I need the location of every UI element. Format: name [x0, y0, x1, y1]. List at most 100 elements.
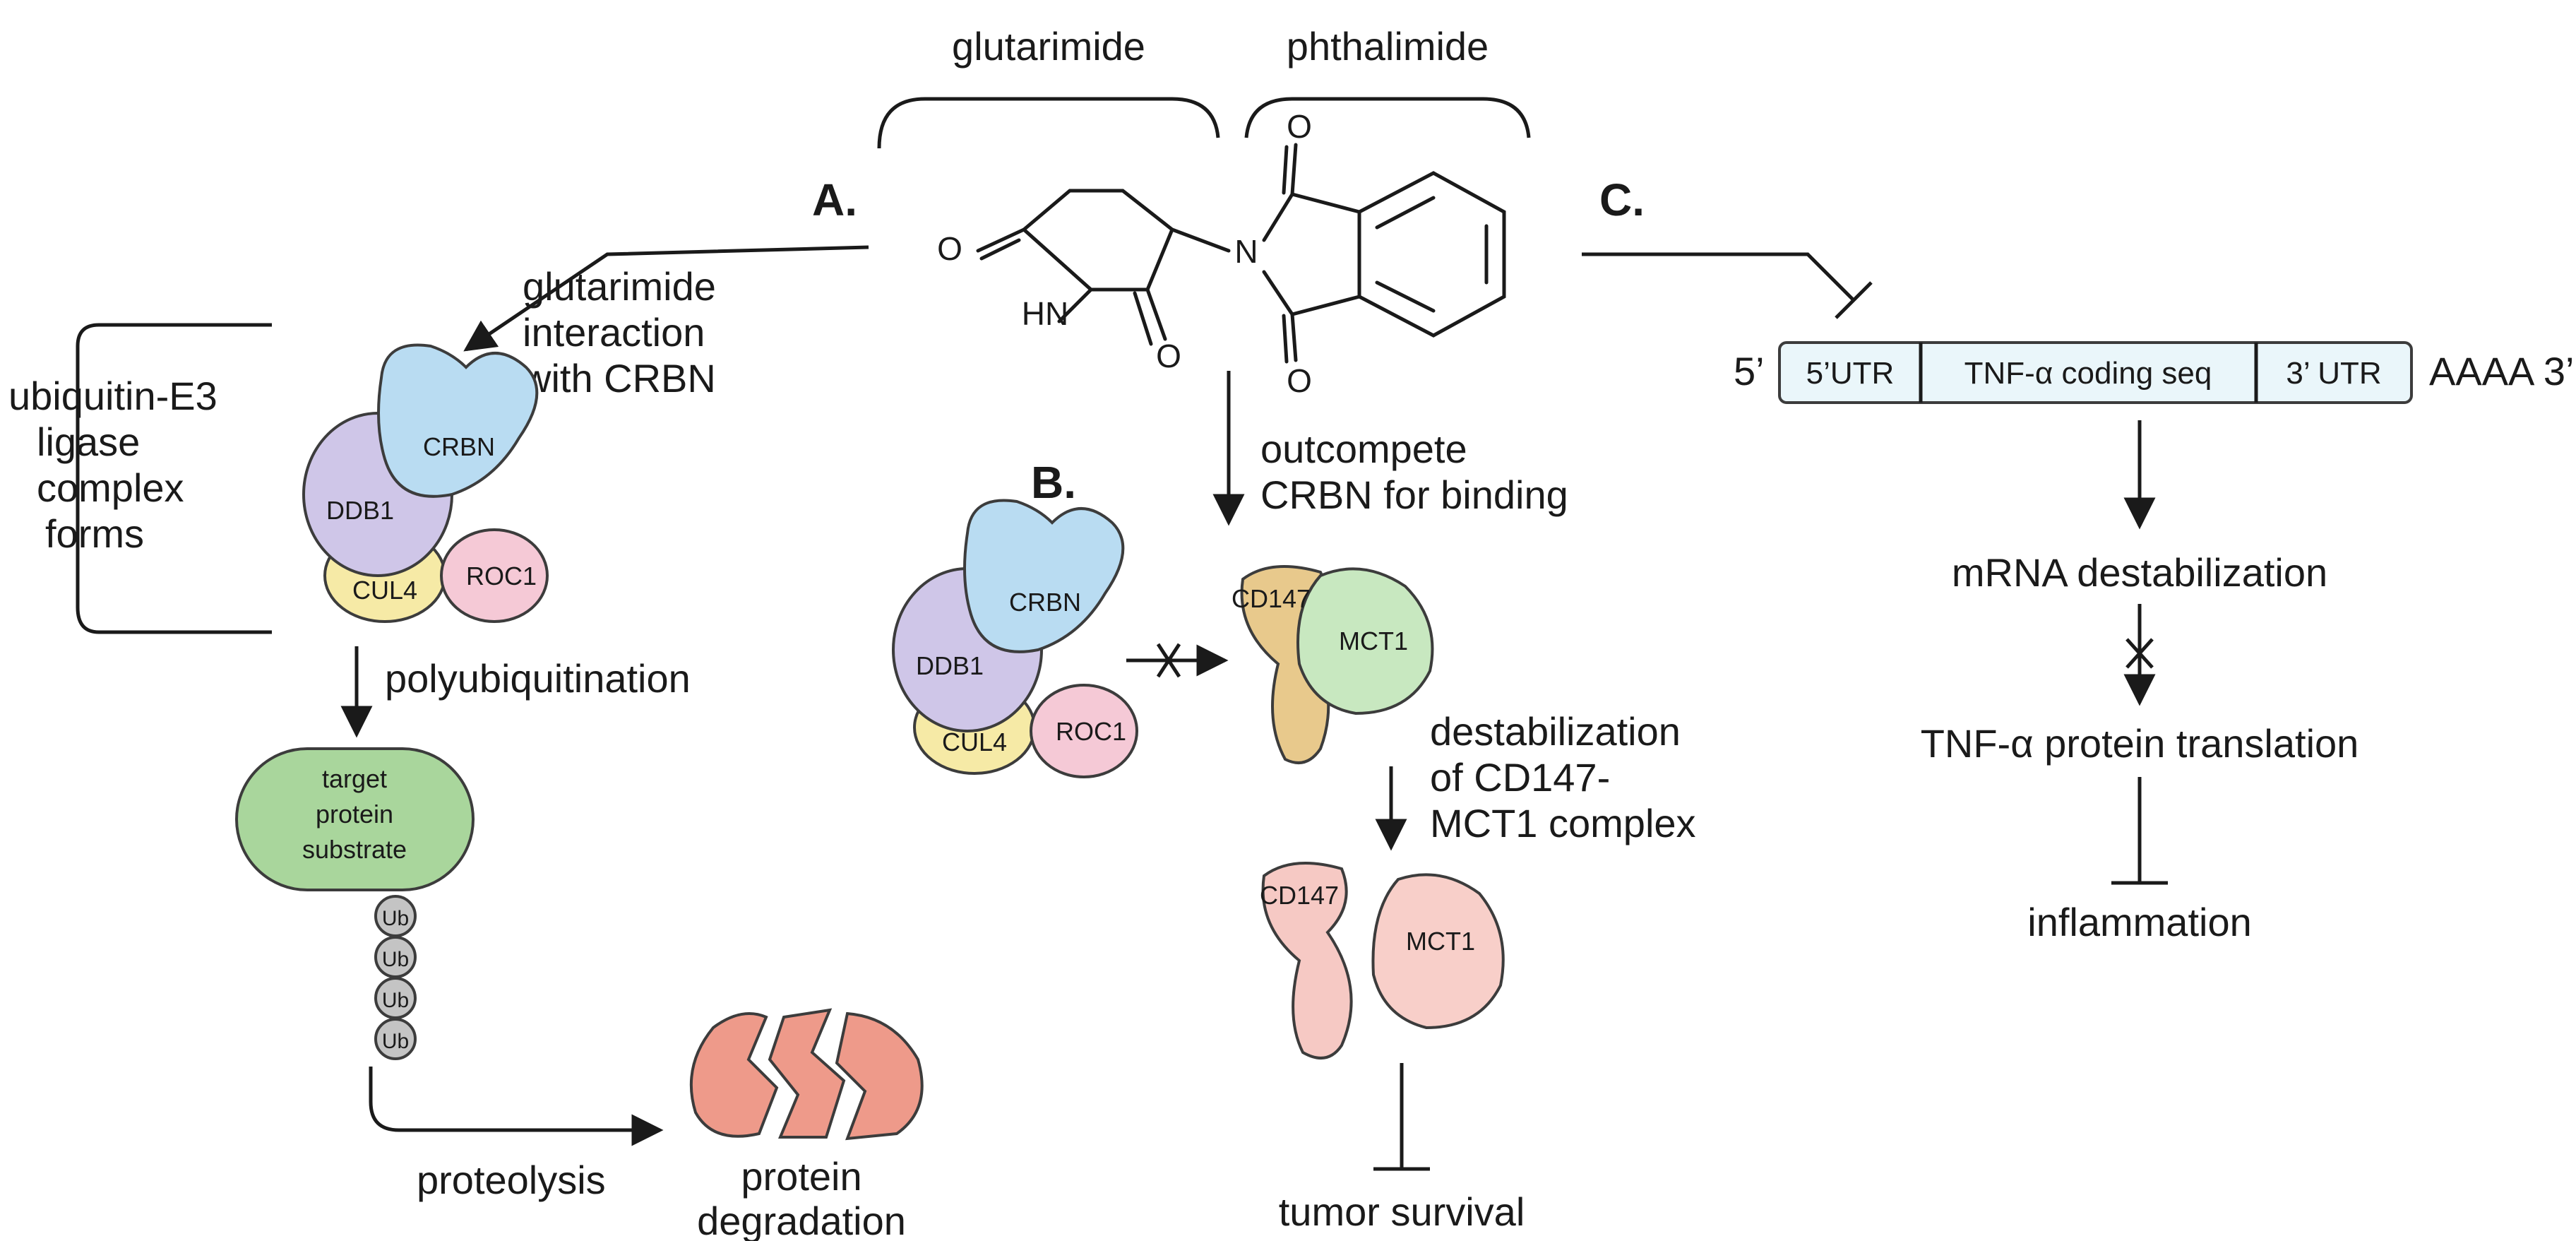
benzene-ring: [1357, 171, 1506, 338]
substrate-line-3: substrate: [302, 835, 407, 864]
atom-o4: O: [1287, 362, 1312, 399]
crbn-b-label: CRBN: [1009, 588, 1081, 617]
polyubiquitination-label: polyubiquitination: [385, 656, 691, 701]
carbonyl-right-double: [1133, 291, 1153, 346]
inhibition-to-utr: [1582, 252, 1855, 302]
complex-bracket: [76, 323, 272, 634]
substrate-line-2: protein: [316, 800, 393, 829]
carbonyl-top-double: [1282, 145, 1289, 195]
glutarimide-ring: [1021, 189, 1175, 292]
destabilization-line-3: MCT1 complex: [1430, 801, 1696, 845]
carbonyl-right: [1145, 287, 1167, 341]
substrate-line-1: target: [322, 764, 387, 793]
cd147-label: CD147: [1232, 584, 1311, 613]
destabilization-line-1: destabilization: [1430, 709, 1681, 754]
carbonyl-left: [976, 227, 1026, 253]
mrna-box: [1778, 341, 2413, 404]
phthalimide-bracket: [1244, 97, 1531, 138]
ub-1-label: Ub: [382, 907, 409, 930]
e3-complex-b: CRBN DDB1 CUL4 ROC1: [892, 499, 1138, 778]
destabilization-line-2: of CD147-: [1430, 755, 1610, 800]
mct1-label: MCT1: [1339, 627, 1408, 655]
carbonyl-bottom: [1290, 312, 1298, 362]
thalidomide-structure: glutarimide phthalimide O HN O N O O: [877, 24, 1531, 399]
degraded-protein: [689, 1008, 924, 1141]
carbonyl-top: [1290, 143, 1298, 196]
poly-a-label: AAAA 3’: [2429, 349, 2574, 393]
five-prime-label: 5’: [1734, 349, 1765, 393]
crbn-a-label: CRBN: [423, 432, 495, 461]
tumor-survival-label: tumor survival: [1279, 1189, 1525, 1234]
translation-label: TNF-α protein translation: [1921, 721, 2359, 766]
ubiquitin-chain: Ub Ub Ub Ub: [374, 895, 417, 1060]
panel-a: glutarimide interaction with CRBN ubiqui…: [8, 245, 924, 1241]
crbn-b: [963, 499, 1125, 653]
carbonyl-bottom-double: [1282, 314, 1289, 364]
mct1-protein: [1296, 567, 1434, 715]
fragment-3: [835, 1011, 924, 1141]
proteolysis-label: proteolysis: [417, 1158, 606, 1202]
mrna-destabilization-label: mRNA destabilization: [1952, 550, 2327, 595]
cul4-a-label: CUL4: [352, 576, 417, 605]
mct1-separated: [1371, 873, 1505, 1030]
phthalimide-ring: [1262, 192, 1361, 316]
ub-3-label: Ub: [382, 989, 409, 1012]
outcompete-line-1: outcompete: [1260, 427, 1467, 471]
utr-inhibition-bar: [1835, 281, 1873, 319]
phthalimide-label: phthalimide: [1287, 24, 1489, 69]
panel-b-label: B.: [1031, 457, 1076, 508]
coding-seq-label: TNF-α coding seq: [1964, 356, 2212, 391]
panel-a-label: A.: [812, 174, 857, 225]
cd147-separated-label: CD147: [1260, 881, 1339, 910]
ddb1-b-label: DDB1: [916, 651, 984, 680]
roc1-a-label: ROC1: [466, 562, 537, 590]
ddb1-a-label: DDB1: [326, 496, 394, 525]
cd147-separated: [1261, 862, 1353, 1059]
degradation-line-2: degradation: [697, 1199, 906, 1241]
utr3-label: 3’ UTR: [2286, 356, 2381, 391]
complex-forms-line-3: complex: [37, 465, 184, 510]
interaction-label: interaction: [523, 310, 705, 355]
complex-forms-line-4: forms: [45, 511, 144, 556]
complex-forms-line-1: ubiquitin-E3: [8, 374, 217, 418]
glutarimide-label: glutarimide: [952, 24, 1145, 69]
roc1-b-label: ROC1: [1056, 717, 1126, 746]
panel-b: outcompete CRBN for binding CRBN DDB1 CU…: [892, 371, 1696, 1234]
roc1-a: [440, 528, 549, 623]
atom-o3: O: [1287, 108, 1312, 145]
cul4-b-label: CUL4: [942, 728, 1007, 756]
panel-c: 5’ 5’UTR TNF-α coding seq 3’ UTR AAAA 3’…: [1582, 252, 2574, 944]
degradation-line-1: protein: [741, 1154, 861, 1199]
ub-2-label: Ub: [382, 948, 409, 971]
ub-4: [374, 1018, 417, 1060]
complex-forms-line-2: ligase: [37, 420, 140, 464]
arrow-to-crbn: [463, 245, 869, 352]
block-x-mark: [1156, 643, 1181, 678]
utr5-label: 5’UTR: [1806, 356, 1895, 391]
translation-block-x: [2125, 638, 2154, 669]
outcompete-line-2: CRBN for binding: [1260, 473, 1568, 517]
mrna-construct: 5’UTR TNF-α coding seq 3’ UTR: [1778, 341, 2413, 404]
carbonyl-left-double: [979, 238, 1021, 261]
target-substrate: [235, 747, 475, 891]
benzene-double-1: [1375, 196, 1436, 230]
atom-o2: O: [1156, 338, 1181, 374]
n-link-bond: [1170, 227, 1231, 253]
roc1-b: [1030, 684, 1138, 778]
mct1-separated-label: MCT1: [1406, 927, 1475, 956]
atom-hn: HN: [1022, 295, 1068, 332]
fragment-1: [689, 1012, 779, 1138]
atom-n: N: [1234, 233, 1258, 270]
glutarimide-interaction-label: glutarimide: [523, 264, 716, 309]
proteolysis-arrow: [369, 1067, 664, 1146]
nh-bond: [1057, 287, 1093, 323]
atom-o1: O: [937, 230, 962, 267]
glutarimide-bracket: [877, 97, 1220, 149]
fragment-2: [768, 1008, 846, 1139]
with-crbn-label: with CRBN: [522, 356, 716, 400]
e3-complex-a: CRBN DDB1 CUL4 ROC1: [302, 343, 549, 623]
cd147-mct1-complex: CD147 MCT1: [1232, 565, 1434, 764]
benzene-double-3: [1375, 280, 1436, 313]
separated-complex: CD147 MCT1: [1260, 862, 1505, 1059]
